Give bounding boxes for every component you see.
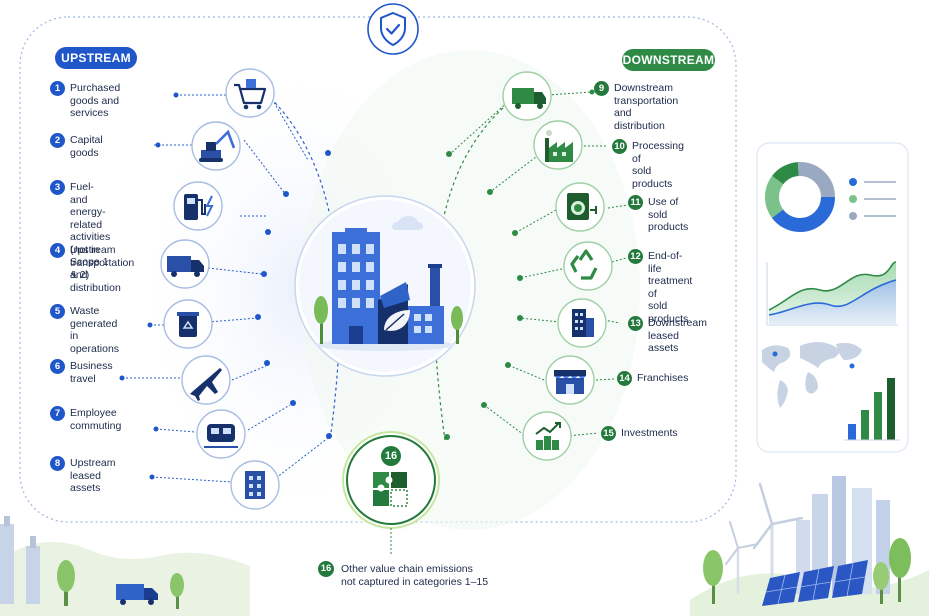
category-label: Upstream leased assets xyxy=(70,457,116,494)
fuel-pump-icon xyxy=(173,181,223,231)
category-number: 5 xyxy=(50,304,65,319)
category-label: Use of sold products xyxy=(648,196,689,233)
storefront-icon xyxy=(545,355,595,405)
category-label: Purchased goods and services xyxy=(70,82,121,119)
washing-machine-icon xyxy=(555,182,605,232)
category-label: Waste generated in operations xyxy=(70,305,120,355)
upstream-header: UPSTREAM xyxy=(55,47,137,69)
category-number: 8 xyxy=(50,456,65,471)
category-number: 7 xyxy=(50,406,65,421)
investment-growth-icon xyxy=(522,411,572,461)
category-number: 2 xyxy=(50,133,65,148)
category-number: 14 xyxy=(617,371,632,386)
dashboard-card xyxy=(756,142,909,453)
left-scenery xyxy=(0,516,250,616)
category-label: Processing of sold products xyxy=(632,140,684,190)
shield-icon xyxy=(367,3,419,55)
category-label: Franchises xyxy=(637,372,689,384)
category-number: 12 xyxy=(628,249,643,264)
area-chart-icon xyxy=(766,261,898,326)
downstream-header: DOWNSTREAM xyxy=(622,49,715,71)
category-label: Business travel xyxy=(70,360,113,385)
category-number: 4 xyxy=(50,243,65,258)
category-label: Capital goods xyxy=(70,134,103,159)
category-label: Downstream transportation and distributi… xyxy=(614,82,679,132)
category-number: 11 xyxy=(628,195,643,210)
truck-icon xyxy=(160,239,210,289)
category-16-badge: 16 xyxy=(381,446,401,466)
company-illustration xyxy=(294,195,476,377)
factory-icon xyxy=(533,120,583,170)
category-16-label: Other value chain emissions not captured… xyxy=(341,563,489,588)
world-map-icon xyxy=(762,342,862,408)
category-number: 13 xyxy=(628,316,643,331)
category-label: Employee commuting xyxy=(70,407,122,432)
building-icon xyxy=(557,298,607,348)
puzzle-icon xyxy=(333,422,449,538)
category-label: Fuel- and energy- related activities (no… xyxy=(70,181,111,281)
excavator-icon xyxy=(191,121,241,171)
right-scenery xyxy=(690,476,929,616)
category-number: 10 xyxy=(612,139,627,154)
downstream-icons xyxy=(502,71,613,461)
category-label: End-of-life treatment of sold products xyxy=(648,250,693,325)
category-number: 6 xyxy=(50,359,65,374)
donut-chart-icon xyxy=(765,162,896,232)
recycle-icon xyxy=(563,241,613,291)
category-number: 15 xyxy=(601,426,616,441)
upstream-icons xyxy=(160,68,280,510)
category-number: 3 xyxy=(50,180,65,195)
airplane-icon xyxy=(181,355,231,405)
bar-chart-icon xyxy=(844,378,900,441)
category-label: Investments xyxy=(621,427,678,439)
truck-icon xyxy=(502,71,552,121)
category-label: Downstream leased assets xyxy=(648,317,707,354)
category-number: 1 xyxy=(50,81,65,96)
category-16-number: 16 xyxy=(318,561,334,577)
solar-panel-icon xyxy=(762,560,868,606)
recycling-bin-icon xyxy=(163,299,213,349)
category-number: 9 xyxy=(594,81,609,96)
category-label: Upstream transportation and distribution xyxy=(70,244,135,294)
office-building-icon xyxy=(230,460,280,510)
shopping-cart-icon xyxy=(225,68,275,118)
train-icon xyxy=(196,409,246,459)
